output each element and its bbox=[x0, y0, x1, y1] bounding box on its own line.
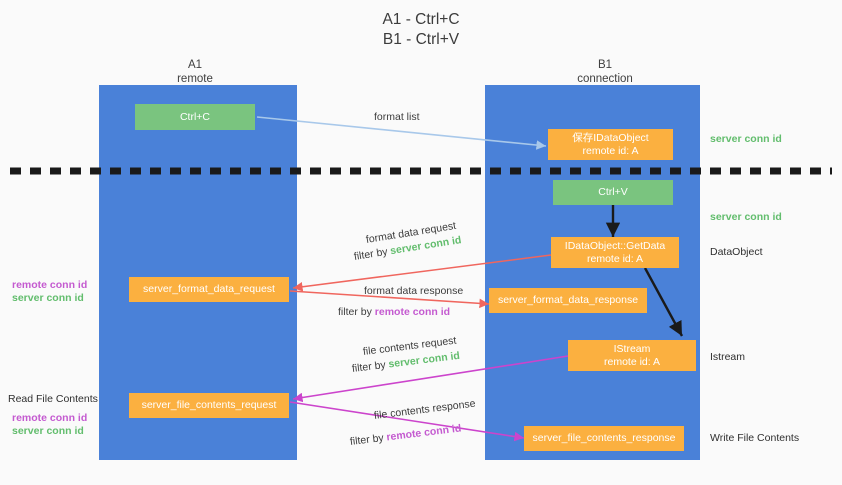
box-ctrl-c[interactable]: Ctrl+C bbox=[135, 104, 255, 130]
left-label-read-file-contents: Read File Contents bbox=[8, 393, 98, 405]
title-line-1: A1 - Ctrl+C bbox=[382, 11, 460, 28]
right-label-write-file-contents: Write File Contents bbox=[710, 432, 800, 444]
filter-prefix: filter by bbox=[349, 431, 388, 448]
box-server-format-data-response[interactable]: server_format_data_response bbox=[489, 288, 647, 313]
title-line-2: B1 - Ctrl+V bbox=[382, 31, 460, 48]
left-label-remote-conn-id-2: remote conn id bbox=[12, 412, 88, 424]
diagram-title: A1 - Ctrl+C B1 - Ctrl+V bbox=[0, 10, 842, 50]
label-file-contents-response: file contents response bbox=[373, 397, 477, 422]
box-server-format-data-request[interactable]: server_format_data_request bbox=[129, 277, 289, 302]
left-label-server-conn-id-2: server conn id bbox=[12, 425, 84, 437]
box-store-dataobject[interactable]: 保存IDataObject remote id: A bbox=[548, 129, 673, 160]
box-idataobject-getdata[interactable]: IDataObject::GetData remote id: A bbox=[551, 237, 679, 268]
istream-line2: remote id: A bbox=[603, 355, 661, 368]
box-istream[interactable]: IStream remote id: A bbox=[568, 340, 696, 371]
column-a1-name: A1 bbox=[187, 59, 203, 71]
column-a1-sub: remote bbox=[177, 73, 213, 85]
column-b1-name: B1 bbox=[597, 59, 613, 71]
filter-key-remote-conn-id: remote conn id bbox=[374, 306, 451, 318]
left-label-server-conn-id-1: server conn id bbox=[12, 292, 84, 304]
filter-prefix: filter by bbox=[351, 358, 390, 375]
filter-prefix: filter by bbox=[338, 306, 375, 318]
box-server-file-contents-response[interactable]: server_file_contents_response bbox=[524, 426, 684, 451]
getdata-line1: IDataObject::GetData bbox=[564, 239, 666, 252]
store-dataobject-line2: remote id: A bbox=[582, 144, 639, 157]
label-file-contents-response-filter: filter by remote conn id bbox=[349, 421, 462, 449]
left-label-remote-conn-id-1: remote conn id bbox=[12, 279, 88, 291]
getdata-line2: remote id: A bbox=[586, 252, 644, 265]
store-dataobject-line1: 保存IDataObject bbox=[572, 131, 649, 144]
column-b1-sub: connection bbox=[577, 73, 633, 85]
right-label-istream: Istream bbox=[710, 351, 746, 363]
right-label-server-conn-id-top: server conn id bbox=[710, 133, 782, 145]
column-header-a1: A1 remote bbox=[120, 58, 270, 86]
istream-line1: IStream bbox=[613, 342, 651, 355]
box-server-file-contents-request[interactable]: server_file_contents_request bbox=[129, 393, 289, 418]
label-format-data-response: format data response bbox=[364, 285, 464, 297]
box-ctrl-v[interactable]: Ctrl+V bbox=[553, 180, 673, 205]
right-label-server-conn-id-mid: server conn id bbox=[710, 211, 782, 223]
filter-key-remote-conn-id: remote conn id bbox=[385, 422, 462, 444]
label-format-data-response-filter: filter by remote conn id bbox=[338, 305, 450, 319]
column-header-b1: B1 connection bbox=[530, 58, 680, 86]
filter-prefix: filter by bbox=[353, 245, 392, 263]
right-label-dataobject: DataObject bbox=[710, 246, 763, 258]
label-format-list: format list bbox=[374, 111, 420, 123]
